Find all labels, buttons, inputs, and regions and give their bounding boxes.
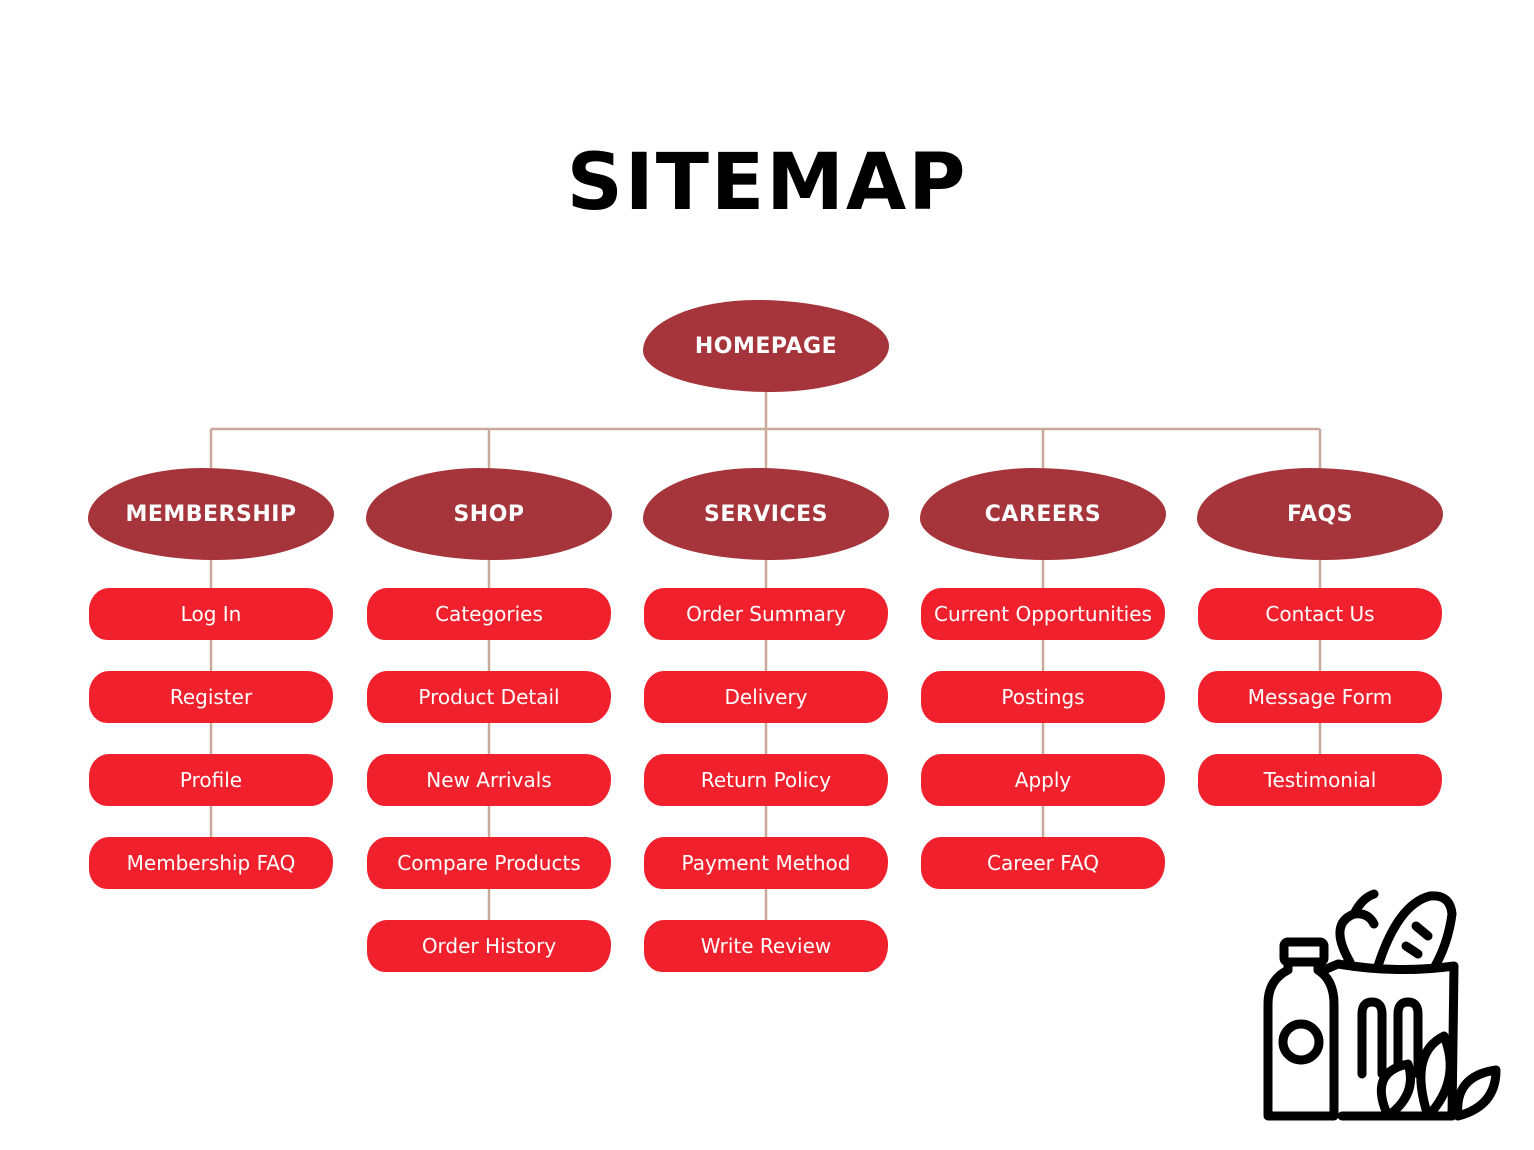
page-node: Return Policy: [644, 754, 888, 806]
page-node: Product Detail: [367, 671, 611, 723]
page-node: Testimonial: [1198, 754, 1442, 806]
page-node: Delivery: [644, 671, 888, 723]
page-node: Message Form: [1198, 671, 1442, 723]
page-node: Postings: [921, 671, 1165, 723]
section-node-shop: SHOP: [366, 468, 612, 560]
page-title: SITEMAP: [566, 138, 968, 228]
grocery-bag-icon: [1263, 889, 1501, 1121]
section-node-faqs: FAQS: [1197, 468, 1443, 560]
homepage-node: HOMEPAGE: [643, 300, 889, 392]
page-node: Log In: [89, 588, 333, 640]
section-node-services: SERVICES: [643, 468, 889, 560]
section-node-careers: CAREERS: [920, 468, 1166, 560]
page-node: Membership FAQ: [89, 837, 333, 889]
page-node: Order History: [367, 920, 611, 972]
page-node: Categories: [367, 588, 611, 640]
section-node-membership: MEMBERSHIP: [88, 468, 334, 560]
page-node: Write Review: [644, 920, 888, 972]
page-node: Compare Products: [367, 837, 611, 889]
page-node: Current Opportunities: [921, 588, 1165, 640]
page-node: Career FAQ: [921, 837, 1165, 889]
page-node: Contact Us: [1198, 588, 1442, 640]
page-node: Payment Method: [644, 837, 888, 889]
page-node: Profile: [89, 754, 333, 806]
page-node: Register: [89, 671, 333, 723]
page-node: Apply: [921, 754, 1165, 806]
page-node: New Arrivals: [367, 754, 611, 806]
page-node: Order Summary: [644, 588, 888, 640]
